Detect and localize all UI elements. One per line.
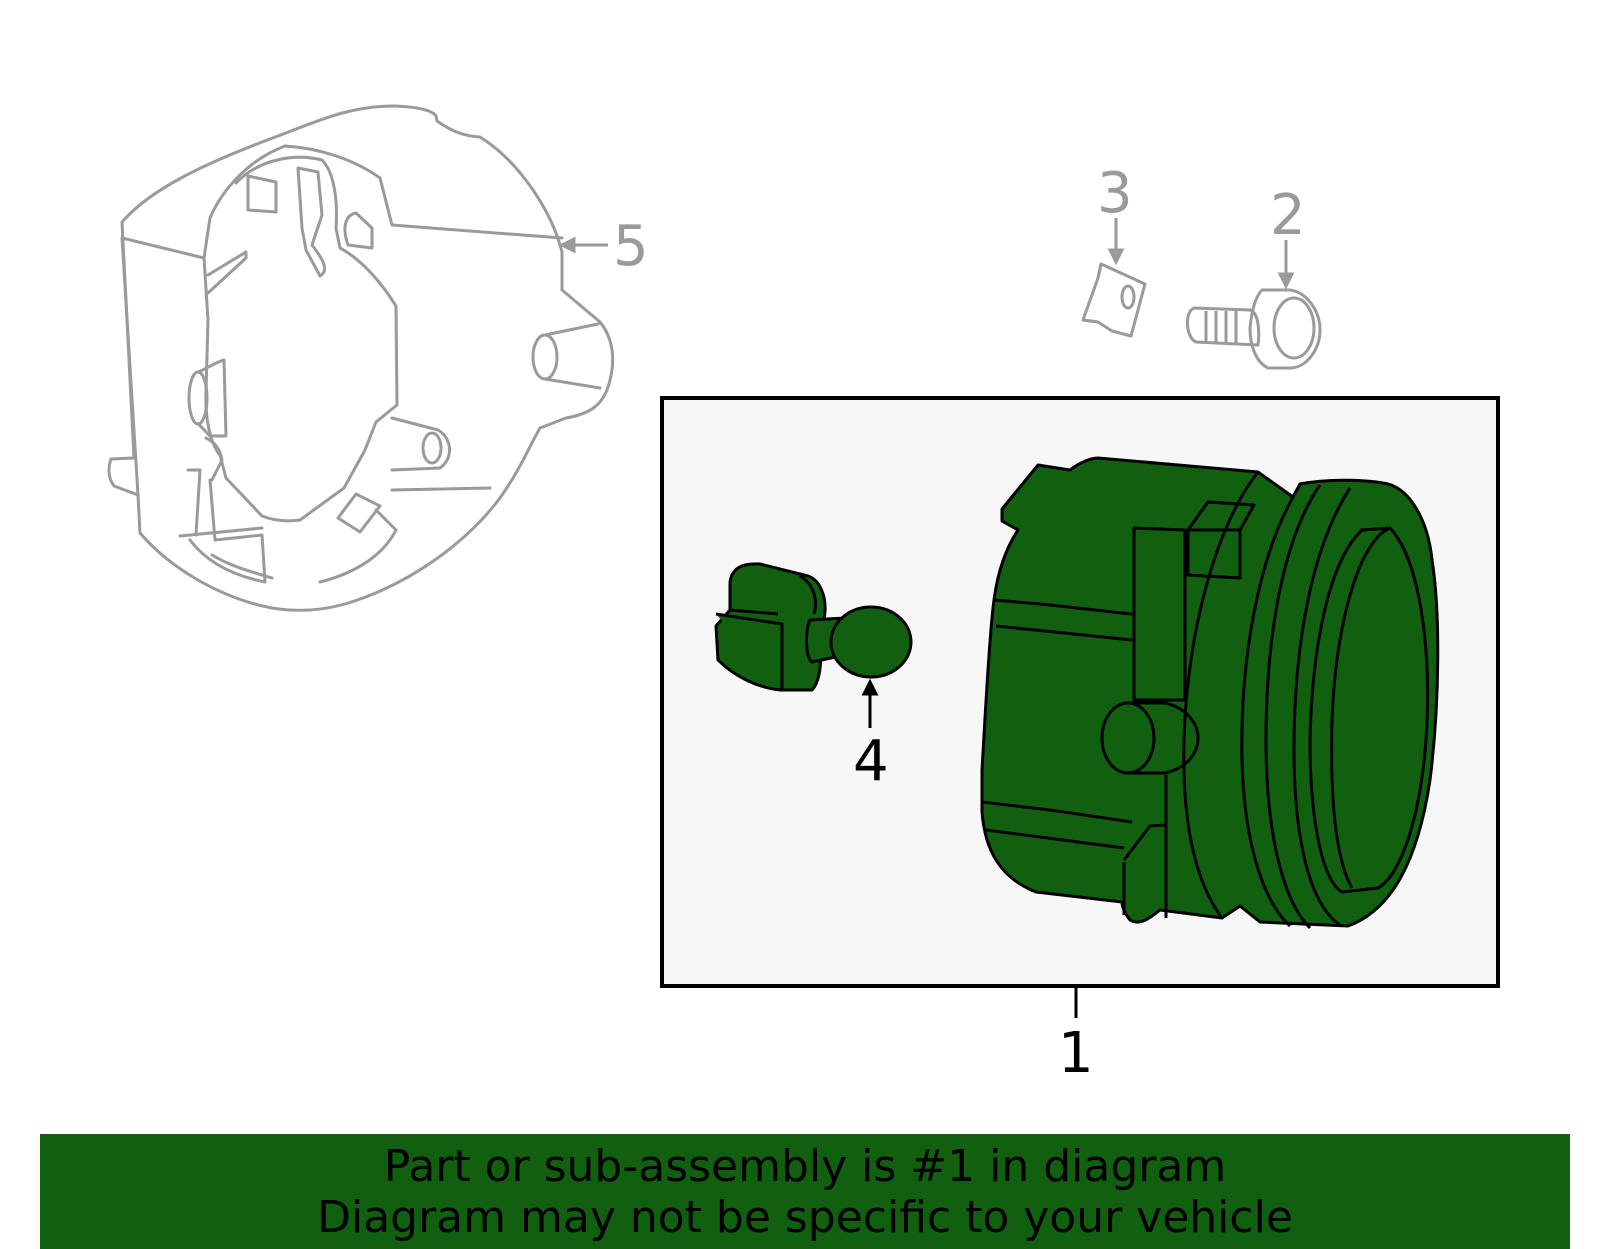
leader-2 [1277,240,1295,290]
leader-5 [558,236,608,254]
bulb-part-4[interactable] [714,562,913,692]
part-info-banner: Part or sub-assembly is #1 in diagram Di… [40,1134,1570,1249]
callout-1: 1 [1058,1021,1094,1086]
leader-3 [1107,218,1125,266]
leader-4 [861,678,879,728]
callout-5: 5 [613,214,649,279]
bracket-housing-part-5 [107,104,615,612]
fog-lamp-assembly-part-1[interactable] [980,456,1440,930]
banner-line-primary: Part or sub-assembly is #1 in diagram [383,1140,1227,1192]
callout-2: 2 [1270,183,1306,248]
bolt-part-2 [1186,288,1322,370]
callout-3: 3 [1097,161,1133,226]
clip-nut-part-3 [1081,262,1147,338]
banner-line-disclaimer: Diagram may not be specific to your vehi… [317,1191,1293,1243]
callout-4: 4 [853,729,889,794]
